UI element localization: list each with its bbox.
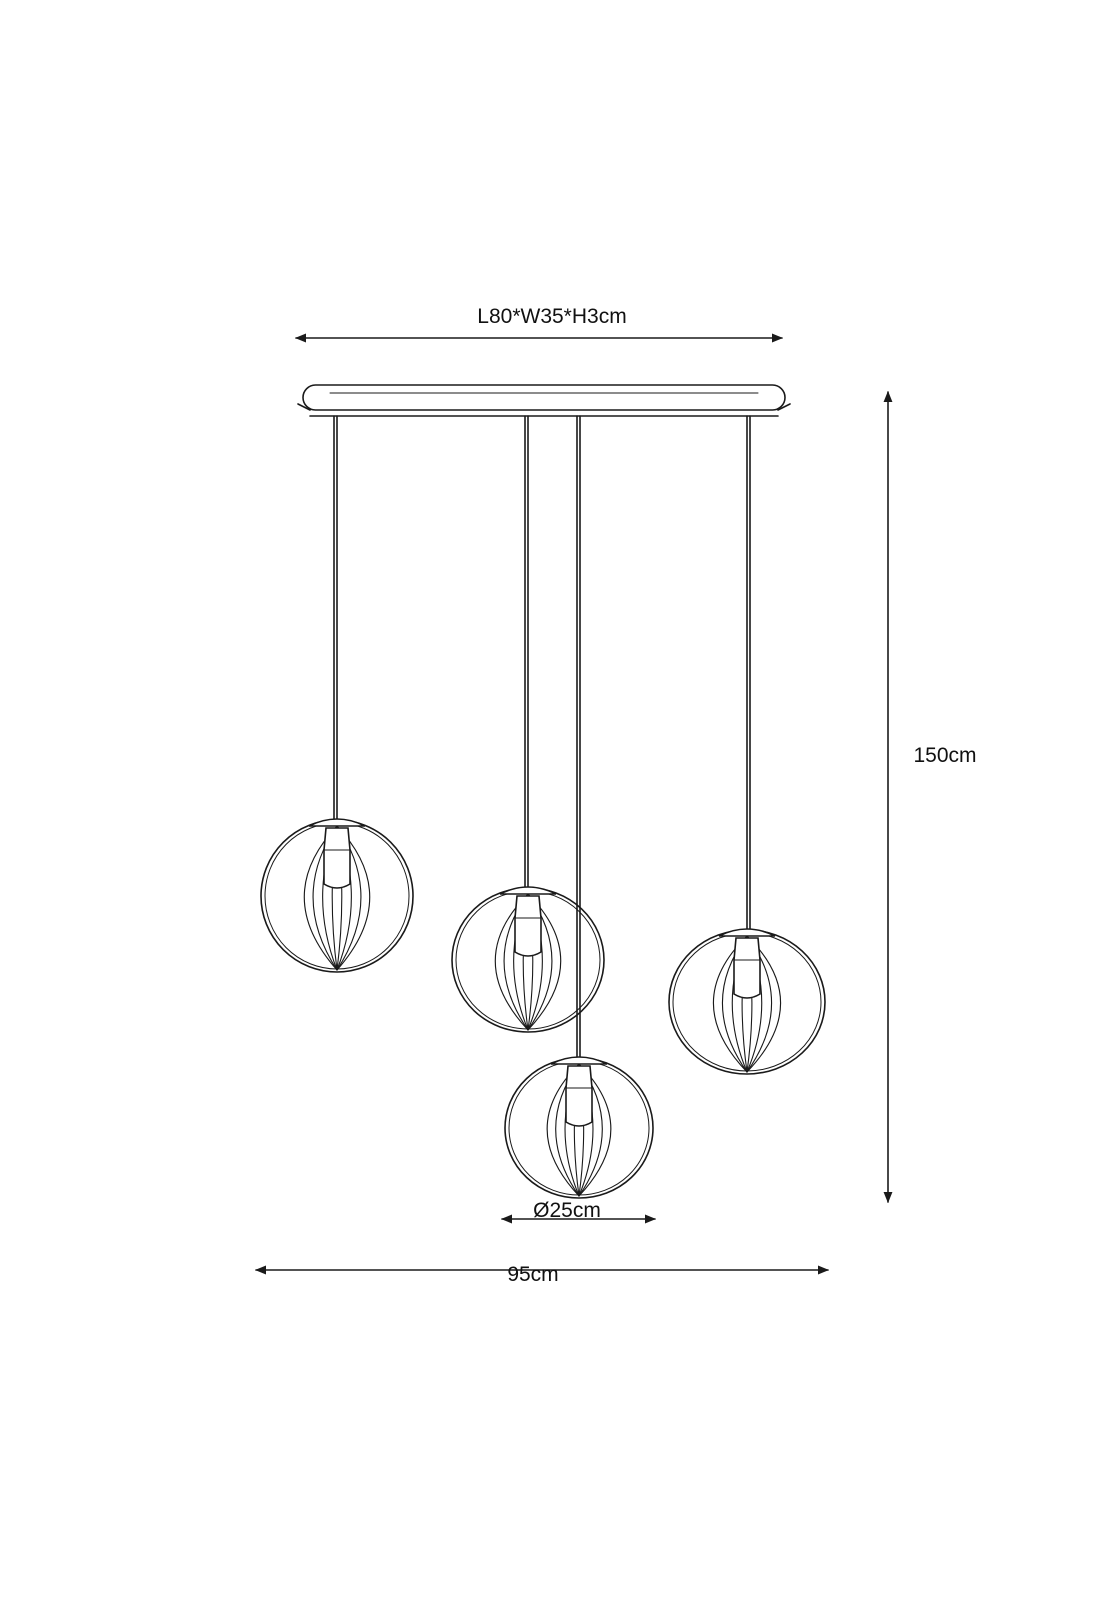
- globe-cap: [550, 1056, 608, 1065]
- glass-globe-shade: [504, 1056, 654, 1199]
- globe-cap: [718, 928, 776, 937]
- glass-globe-shade: [451, 886, 605, 1033]
- canopy-dimension-label: L80*W35*H3cm: [477, 305, 627, 328]
- glass-globe-shade: [668, 928, 826, 1075]
- height-dimension-label: 150cm: [913, 744, 977, 767]
- ceiling-canopy: [297, 384, 791, 417]
- bulb-holder: [565, 1065, 593, 1127]
- bulb-holder: [733, 937, 761, 999]
- suspension-cables: [333, 415, 751, 1059]
- globe-cap: [308, 818, 366, 827]
- overall-width-label: 95cm: [507, 1263, 559, 1286]
- bulb-holder: [323, 827, 351, 889]
- bulb-holder: [514, 895, 542, 957]
- glass-globe-shade: [260, 818, 414, 973]
- globe-diameter-label: Ø25cm: [533, 1199, 601, 1222]
- globe-cap: [499, 886, 557, 895]
